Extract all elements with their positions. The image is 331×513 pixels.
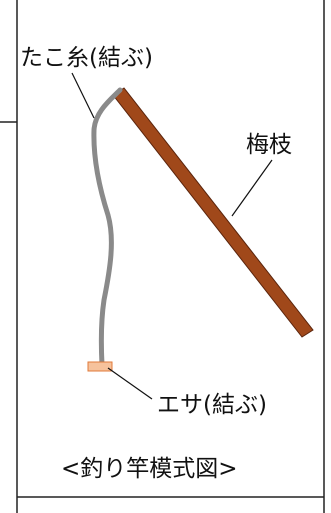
branch-label: 梅枝 xyxy=(246,132,292,158)
plum-branch xyxy=(112,87,314,338)
string-label: たこ糸(結ぶ) xyxy=(20,45,153,71)
string-label-leader xyxy=(71,72,95,119)
bait-label: エサ(結ぶ) xyxy=(157,392,267,418)
string-line xyxy=(91,87,123,368)
branch-label-leader xyxy=(231,159,273,217)
bait-label-leader xyxy=(107,367,153,400)
bait-block xyxy=(87,361,113,372)
caption-label: <釣り竿模式図> xyxy=(61,456,238,482)
